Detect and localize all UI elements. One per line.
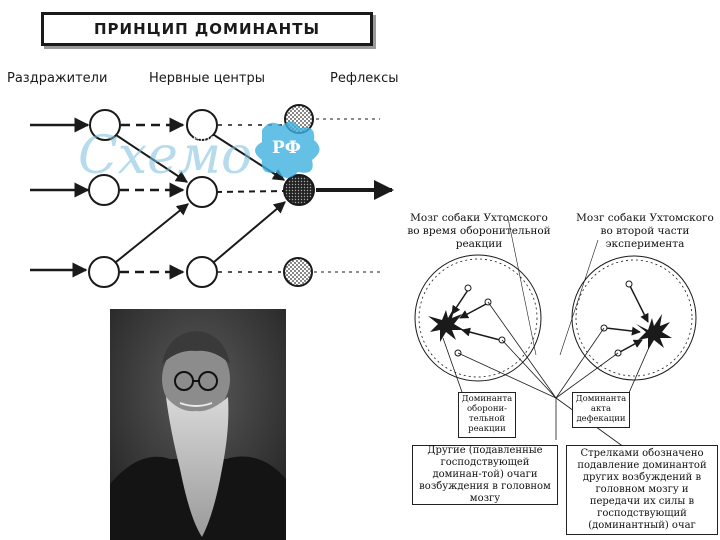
- brain-right: [572, 256, 696, 395]
- row-2-pathway: [30, 175, 392, 207]
- center-node-1: [187, 110, 217, 140]
- receptor-node-1: [90, 110, 120, 140]
- row-1-pathway: [30, 105, 380, 140]
- diagonal-center-3-to-dominant: [214, 202, 285, 262]
- receptor-node-3: [89, 257, 119, 287]
- center-node-2: [187, 177, 217, 207]
- portrait-photo: [110, 309, 286, 540]
- center-node-3: [187, 257, 217, 287]
- brain-left-heading: Мозг собаки Ухтомского во время оборонит…: [406, 212, 552, 251]
- brain-left: [415, 255, 541, 395]
- receptor-node-2: [89, 175, 119, 205]
- note-suppressed-foci-text: Другие (подавленные господствующей домин…: [417, 445, 553, 505]
- note-suppressed-foci: Другие (подавленные господствующей домин…: [412, 445, 558, 505]
- label-defecation-dominant-text: Доминанта акта дефекации: [575, 395, 627, 424]
- row-3-pathway: [30, 257, 380, 287]
- brain-outline-right: [572, 256, 696, 380]
- label-defense-dominant: Доминанта оборони-тельной реакции: [458, 392, 516, 438]
- label-defense-dominant-text: Доминанта оборони-тельной реакции: [461, 395, 513, 434]
- portrait-illustration: [110, 309, 286, 540]
- note-arrows-legend: Стрелками обозначено подавление доминант…: [566, 445, 718, 535]
- center-2-to-dominant: [216, 191, 284, 192]
- dominant-reflex-node: [284, 175, 314, 205]
- reflex-node-3: [284, 258, 312, 286]
- brain-right-heading: Мозг собаки Ухтомского во второй части э…: [572, 212, 718, 251]
- label-defecation-dominant: Доминанта акта дефекации: [572, 392, 630, 428]
- note-arrows-legend-text: Стрелками обозначено подавление доминант…: [571, 448, 713, 532]
- diagonal-1-to-center-2: [116, 135, 187, 182]
- watermark-splash: [255, 121, 320, 178]
- diagonal-3-to-center-2: [116, 204, 188, 262]
